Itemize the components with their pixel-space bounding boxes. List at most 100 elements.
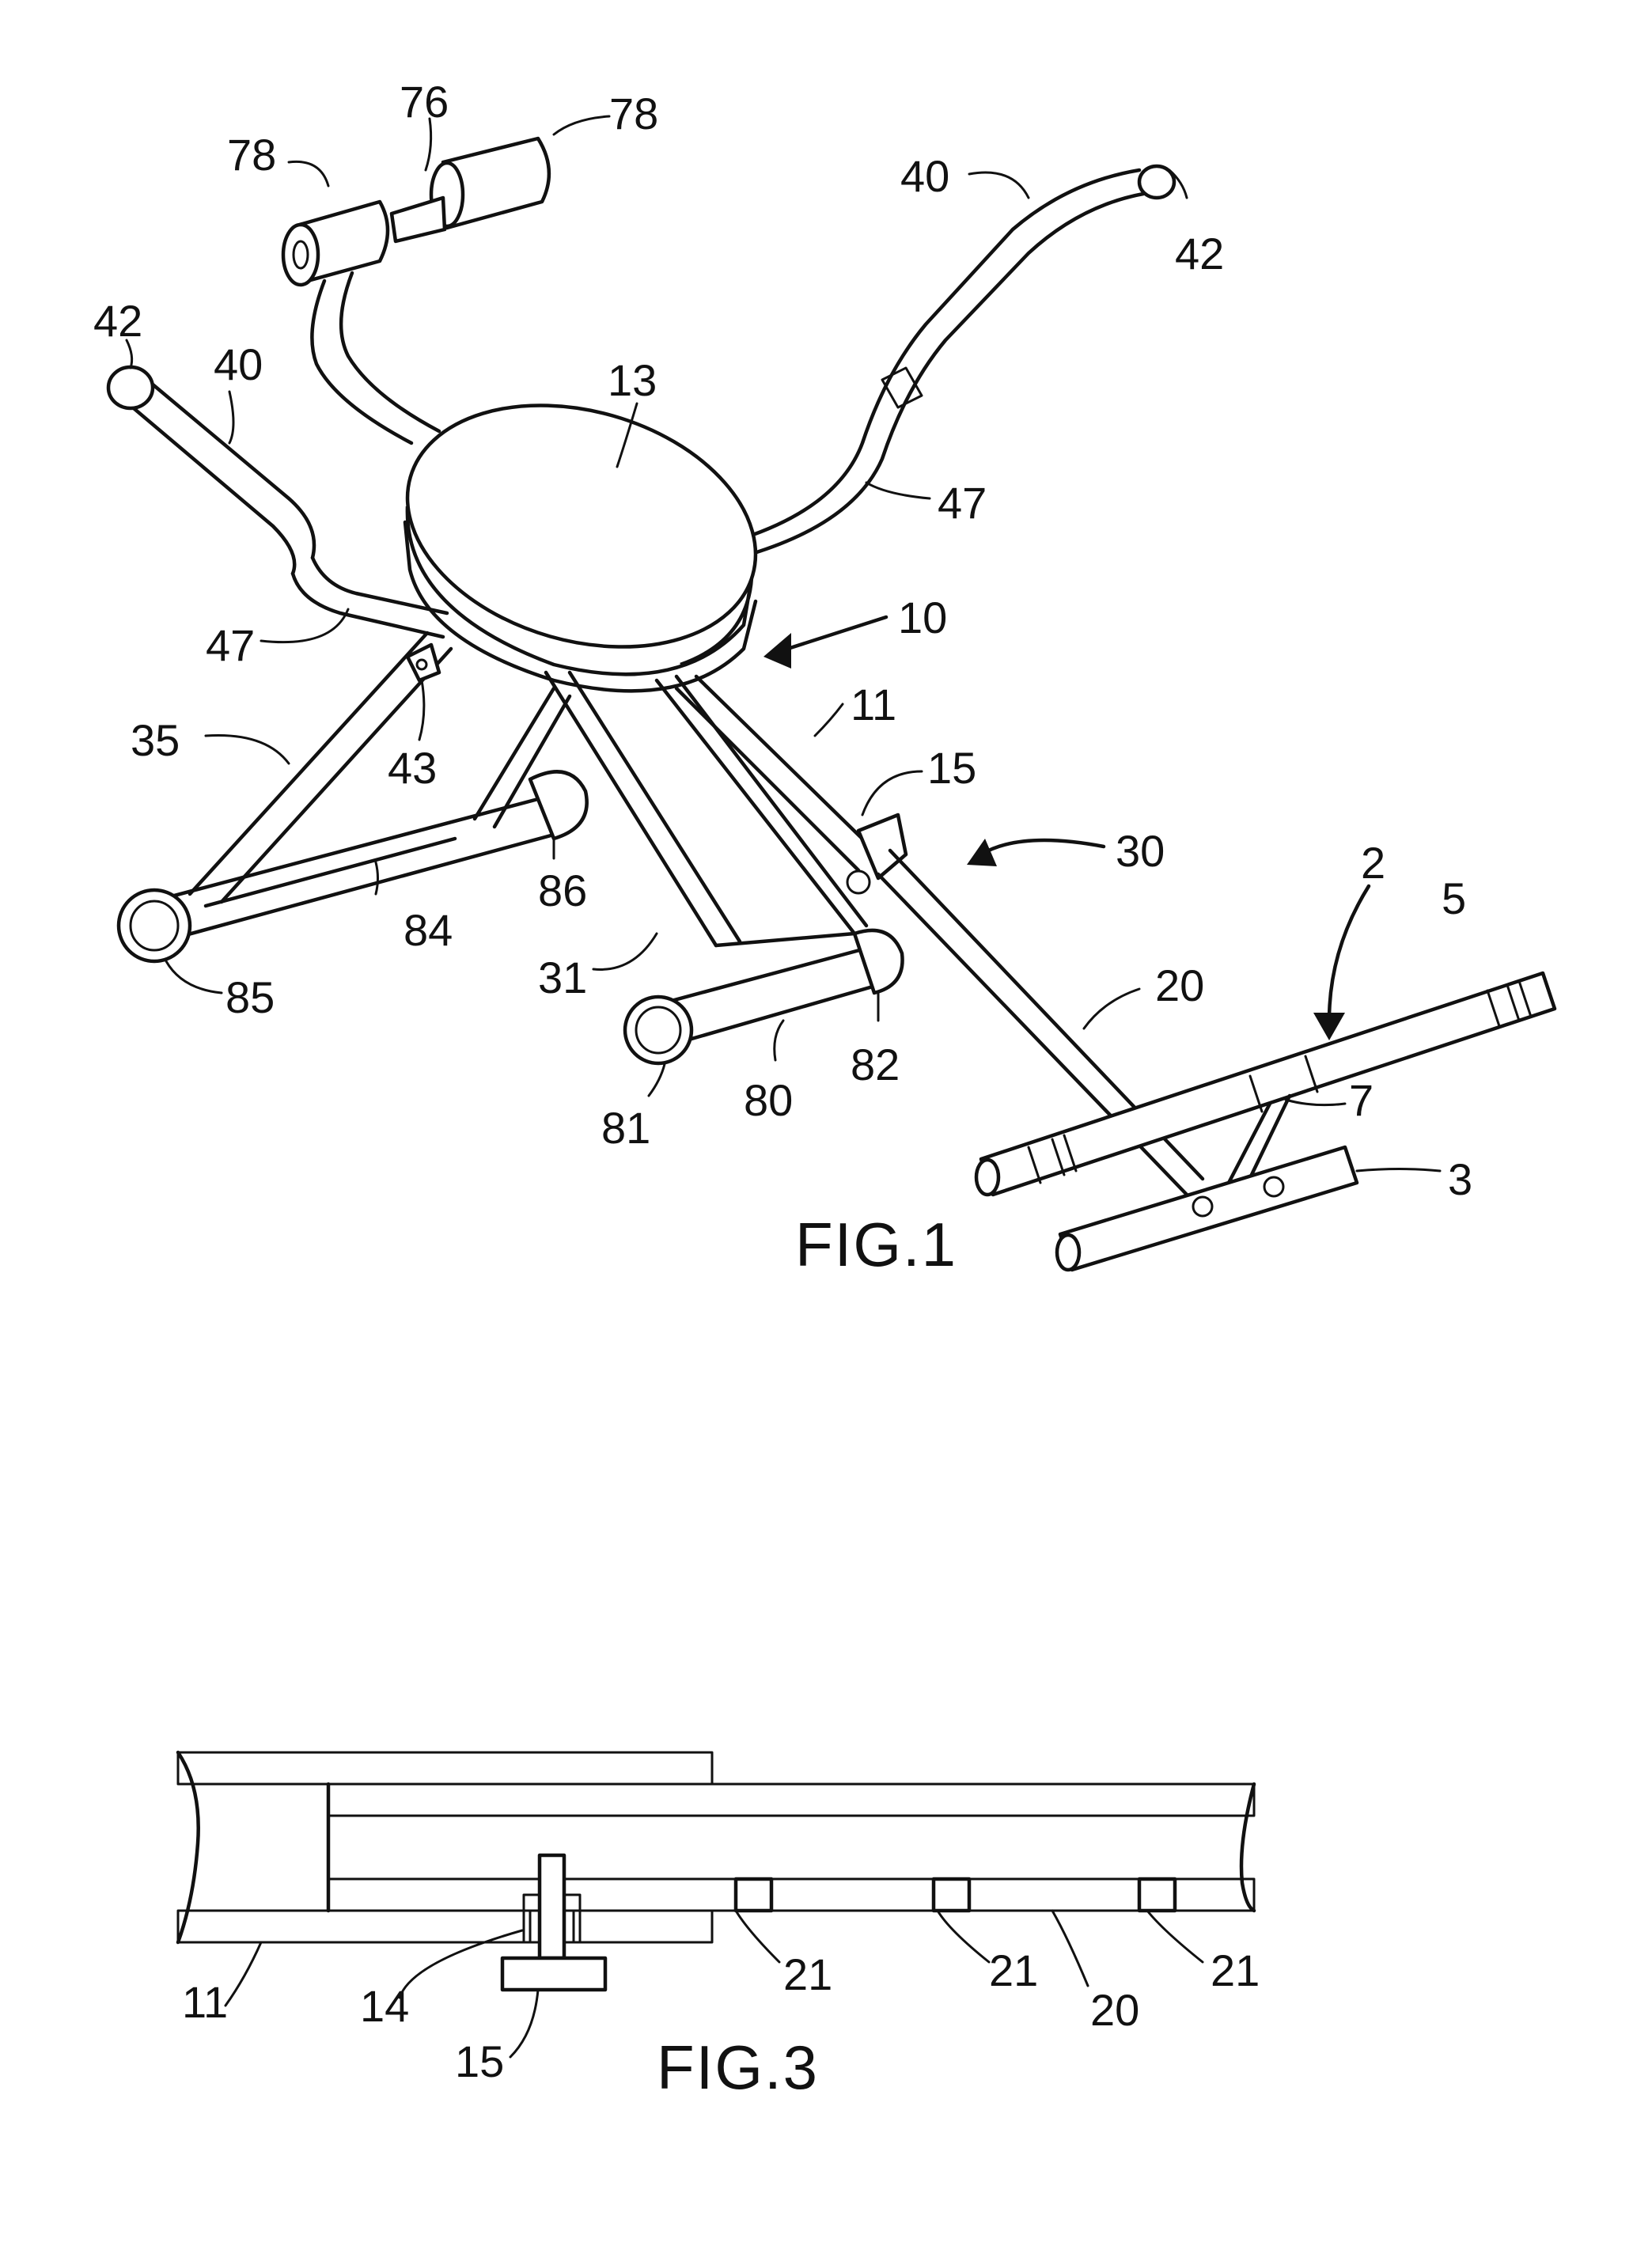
ref-label-35: 35 xyxy=(131,715,180,765)
ref-label-fig3-11: 11 xyxy=(182,1977,228,2027)
leader-fig3-20 xyxy=(1052,1911,1088,1986)
threaded-boss-14-left xyxy=(524,1895,540,1942)
ref-label-20: 20 xyxy=(1155,960,1204,1010)
ref-label-fig3-21-b: 21 xyxy=(989,1945,1038,1995)
arrow-30 xyxy=(981,840,1104,854)
leader-fig3-21-b xyxy=(938,1911,989,1962)
ref-label-10: 10 xyxy=(898,593,947,642)
front-cross-tube-top xyxy=(150,799,538,902)
knob-15-head xyxy=(502,1958,605,1990)
ref-label-15: 15 xyxy=(927,743,976,793)
leader-40-left xyxy=(229,392,233,443)
ref-label-78-right: 78 xyxy=(609,89,658,138)
ref-label-3: 3 xyxy=(1448,1154,1472,1204)
leader-fig3-11 xyxy=(225,1942,261,2006)
ref-label-40-right: 40 xyxy=(900,151,949,201)
ref-label-42-right: 42 xyxy=(1175,229,1224,278)
ref-label-76: 76 xyxy=(400,77,449,127)
break-line-right xyxy=(1241,1784,1254,1911)
roller-post-left xyxy=(312,281,411,443)
arrow-10-head xyxy=(763,633,791,669)
leader-3 xyxy=(1357,1169,1440,1172)
ref-label-86: 86 xyxy=(538,866,587,915)
ref-label-fig3-21-c: 21 xyxy=(1211,1945,1260,1995)
ref-label-78-left: 78 xyxy=(227,130,276,180)
handlebar-left-end-cap xyxy=(108,367,153,408)
leader-35 xyxy=(206,735,289,763)
leader-81 xyxy=(649,1064,665,1096)
figure-title-fig3: FIG.3 xyxy=(657,2032,819,2102)
inner-tube-20-bottom-wall-3 xyxy=(969,1879,1139,1911)
arrow-10 xyxy=(775,617,886,653)
rear-cross-tube-top xyxy=(657,949,862,1005)
ref-label-fig3-21-a: 21 xyxy=(783,1949,832,1999)
foot-bar-3-end xyxy=(1057,1235,1079,1270)
leader-fig3-21-c xyxy=(1147,1911,1203,1962)
adjust-hole-21-a xyxy=(736,1879,771,1911)
foot-roller-left-end xyxy=(283,225,318,285)
leader-fig3-21-a xyxy=(736,1911,779,1962)
handlebar-left-upper-edge xyxy=(142,376,314,558)
rear-leg xyxy=(546,672,866,945)
leader-40-right xyxy=(969,172,1029,198)
main-frame-top-rail xyxy=(696,676,870,847)
front-leg xyxy=(190,633,570,906)
ref-label-47-left: 47 xyxy=(206,620,255,670)
rear-leg-left-edge xyxy=(570,672,740,941)
ref-label-47-right: 47 xyxy=(938,478,987,528)
leader-85 xyxy=(166,961,222,993)
seat xyxy=(379,367,785,691)
ref-label-84: 84 xyxy=(404,905,453,955)
ref-label-11: 11 xyxy=(851,680,896,729)
leader-47-right xyxy=(866,483,930,498)
handlebar-left xyxy=(108,367,447,637)
ref-label-2: 2 xyxy=(1361,838,1385,888)
leader-7 xyxy=(1286,1100,1345,1105)
ref-label-80: 80 xyxy=(744,1075,793,1125)
ref-label-30: 30 xyxy=(1116,826,1165,876)
fig3-drawing: 11 14 15 21 21 20 21 FIG.3 xyxy=(178,1752,1260,2102)
ref-label-81: 81 xyxy=(601,1103,650,1153)
foot-bar-assembly xyxy=(976,973,1555,1270)
leader-80 xyxy=(775,1021,783,1060)
leader-78-left xyxy=(289,161,328,186)
handlebar-right-grip-joint xyxy=(882,368,922,407)
main-frame-bottom-rail xyxy=(676,688,858,870)
ref-label-43: 43 xyxy=(388,743,437,793)
ref-label-fig3-14: 14 xyxy=(360,1981,409,2031)
outer-tube-11-bottom-wall-b xyxy=(574,1911,712,1942)
break-line-left xyxy=(178,1752,199,1942)
leader-47-left xyxy=(261,609,348,642)
leader-11 xyxy=(815,704,843,736)
leader-43 xyxy=(419,680,424,740)
ref-label-fig3-15: 15 xyxy=(455,2036,504,2086)
leader-20 xyxy=(1084,989,1139,1029)
fig1-drawing: 78 76 78 40 42 42 40 13 47 47 10 11 35 4… xyxy=(93,77,1555,1279)
inner-tube-20-top-wall xyxy=(328,1784,1254,1816)
inner-tube-20-bottom-wall-2 xyxy=(771,1879,934,1911)
adjust-hole-21-c xyxy=(1139,1879,1175,1911)
roller-axle xyxy=(392,198,445,241)
wheel-86 xyxy=(530,771,587,839)
figure-title-fig1: FIG.1 xyxy=(795,1210,957,1279)
ref-label-85: 85 xyxy=(225,972,275,1022)
foot-bar-5-end xyxy=(976,1160,998,1195)
handlebar-left-upper xyxy=(119,396,294,574)
leader-84 xyxy=(376,862,378,894)
frame-sleeve-collar xyxy=(858,815,906,878)
outer-tube-11-top-wall xyxy=(178,1752,712,1784)
handlebar-left-lower xyxy=(293,574,443,637)
wheel-82 xyxy=(854,930,903,993)
ref-label-5: 5 xyxy=(1442,873,1466,923)
ref-label-7: 7 xyxy=(1349,1075,1374,1125)
arrow-2 xyxy=(1329,886,1369,1021)
threaded-boss-14-right xyxy=(564,1895,580,1942)
ref-label-42-left: 42 xyxy=(93,296,142,346)
foot-bar-3 xyxy=(1060,1147,1357,1270)
ref-label-82: 82 xyxy=(851,1040,900,1089)
knob-15-pin xyxy=(540,1855,564,1958)
leader-78-right xyxy=(554,116,609,134)
leader-fig3-15 xyxy=(510,1990,538,2057)
